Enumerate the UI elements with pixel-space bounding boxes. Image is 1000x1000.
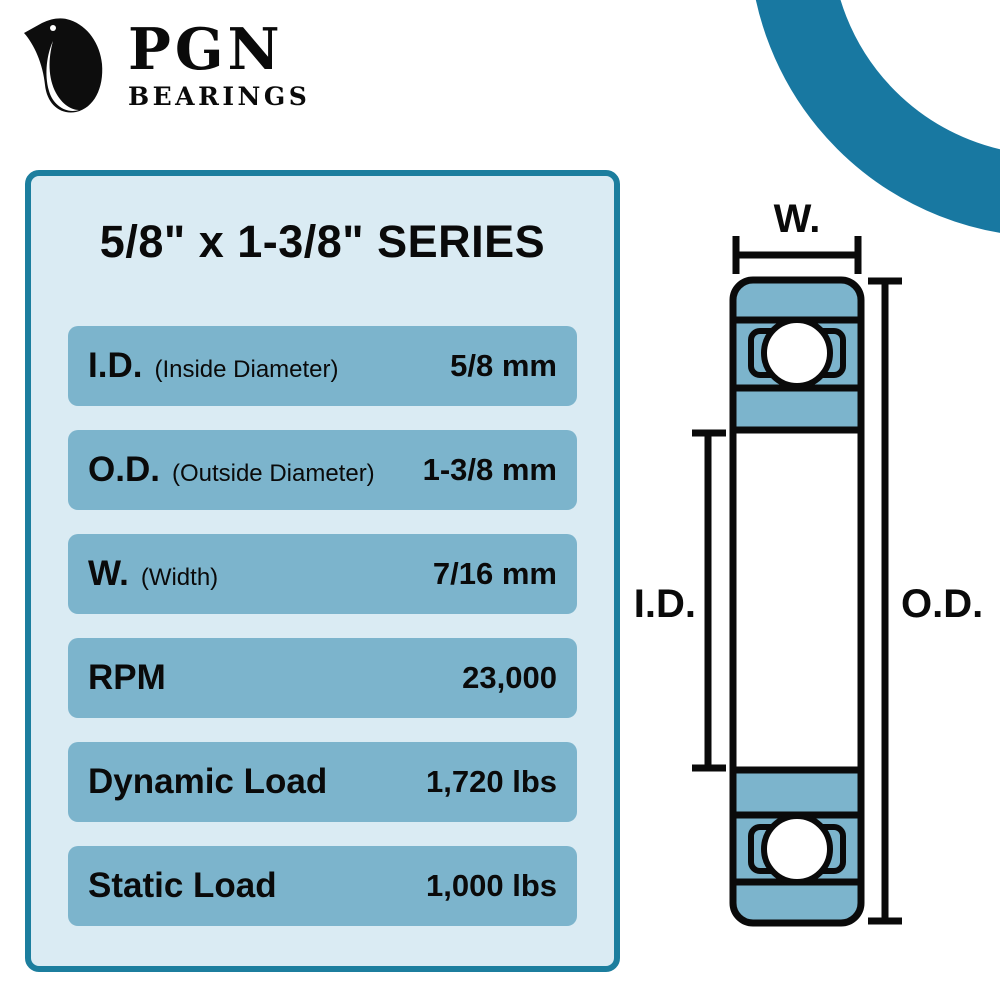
spec-panel: 5/8" x 1-3/8" SERIES I.D. (Inside Diamet… bbox=[25, 170, 620, 972]
spec-value: 7/16 mm bbox=[432, 555, 557, 591]
brand-text: PGN BEARINGS bbox=[128, 16, 311, 112]
spec-sublabel: (Width) bbox=[140, 563, 219, 591]
spec-value: 1-3/8 mm bbox=[422, 451, 557, 487]
bearing-ball-top bbox=[761, 317, 833, 389]
spec-label: O.D. bbox=[88, 449, 160, 489]
spec-list: I.D. (Inside Diameter) 5/8 mm O.D. (Outs… bbox=[31, 325, 614, 926]
spec-row-inside-diameter: I.D. (Inside Diameter) 5/8 mm bbox=[68, 325, 577, 406]
inner-diameter-dimension-line bbox=[692, 429, 726, 772]
brand-logo: PGN BEARINGS bbox=[22, 14, 310, 116]
outer-diameter-dimension-line bbox=[868, 277, 902, 925]
spec-sublabel: (Inside Diameter) bbox=[154, 355, 339, 383]
spec-label: Static Load bbox=[88, 865, 277, 905]
spec-row-width: W. (Width) 7/16 mm bbox=[68, 533, 577, 614]
brand-name: PGN bbox=[128, 16, 284, 83]
spec-row-static-load: Static Load 1,000 lbs bbox=[68, 845, 577, 926]
spec-value: 23,000 bbox=[462, 659, 557, 695]
spec-sublabel: (Outside Diameter) bbox=[171, 459, 375, 487]
spec-value: 1,000 lbs bbox=[426, 867, 557, 903]
width-dimension-label: W. bbox=[774, 197, 821, 241]
bearing-ball-bottom bbox=[761, 813, 833, 885]
spec-label: RPM bbox=[88, 657, 166, 697]
spec-label: I.D. bbox=[88, 345, 143, 385]
spec-row-rpm: RPM 23,000 bbox=[68, 637, 577, 718]
spec-label: W. bbox=[88, 553, 129, 593]
bearing-body-outline bbox=[729, 276, 865, 927]
penguin-icon bbox=[24, 18, 103, 113]
inner-diameter-dimension-label: I.D. bbox=[634, 582, 696, 626]
width-dimension-line bbox=[732, 236, 862, 274]
spec-value: 5/8 mm bbox=[450, 347, 557, 383]
bearing-diagram: W. I.D. O.D. bbox=[634, 197, 983, 927]
spec-label: Dynamic Load bbox=[88, 761, 328, 801]
brand-subtitle: BEARINGS bbox=[128, 82, 311, 112]
spec-row-dynamic-load: Dynamic Load 1,720 lbs bbox=[68, 741, 577, 822]
spec-row-outside-diameter: O.D. (Outside Diameter) 1-3/8 mm bbox=[68, 429, 577, 510]
outer-diameter-dimension-label: O.D. bbox=[901, 582, 983, 626]
series-title: 5/8" x 1-3/8" SERIES bbox=[99, 216, 546, 267]
spec-value: 1,720 lbs bbox=[426, 763, 557, 799]
